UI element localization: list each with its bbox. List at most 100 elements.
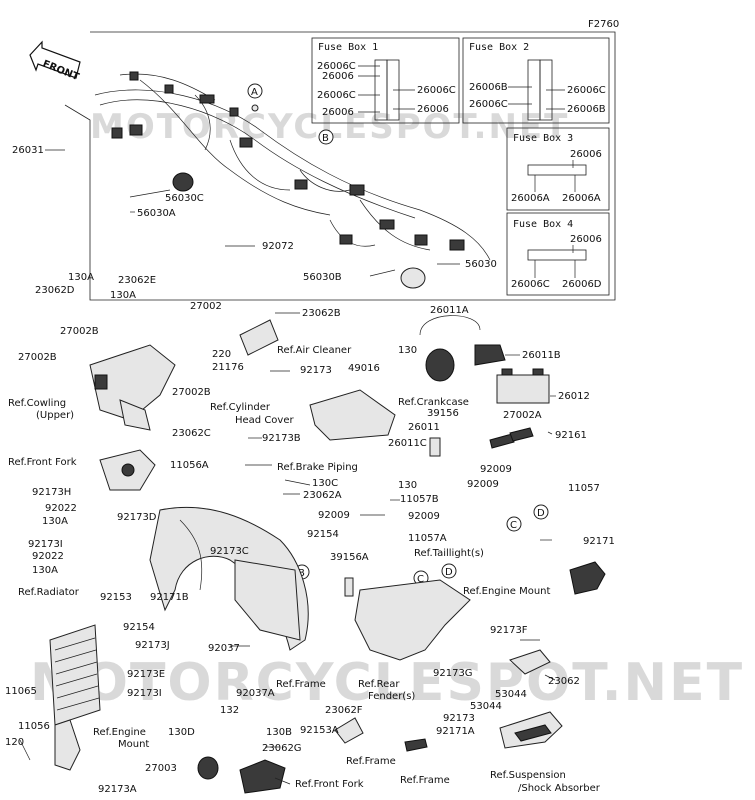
ref-radiator: Ref.Radiator [18,587,80,598]
label-26012: 26012 [558,391,590,402]
fuse1-left-0: 26006C [317,61,356,72]
ref-cowling: Ref.Cowling [8,398,66,409]
label-11056: 11056 [18,721,50,732]
label-39156: 39156 [427,408,459,419]
label-53044-2: 53044 [470,701,502,712]
label-130B: 130B [266,727,292,738]
ref-engine-mount-1: Ref.Engine Mount [463,586,550,597]
label-92153A: 92153A [300,725,339,736]
label-92173A: 92173A [98,784,137,795]
label-92022-1: 92022 [45,503,77,514]
label-120: 120 [5,737,24,748]
ref-suspension: Ref.Suspension [490,770,566,781]
label-26011C: 26011C [388,438,427,449]
ref-cowling-2: (Upper) [36,410,74,421]
label-27002A: 27002A [503,410,542,421]
part-labels: 26031 56030C 56030A 92072 56030B 56030 1… [5,145,615,795]
fuse4-top: 26006 [570,234,602,245]
label-92072: 92072 [262,241,294,252]
label-21176: 21176 [212,362,244,373]
label-92153: 92153 [100,592,132,603]
label-92171: 92171 [583,536,615,547]
callout-d-fender: D [441,563,457,579]
label-130-1: 130 [398,345,417,356]
ref-rear-fender: Ref.Rear [358,679,400,690]
label-92173E: 92173E [127,669,165,680]
label-220: 220 [212,349,231,360]
label-27002B-2: 27002B [18,352,57,363]
label-26031: 26031 [12,145,44,156]
label-11057A: 11057A [408,533,447,544]
label-23062C: 23062C [172,428,211,439]
front-arrow-icon: FRONT [29,40,81,83]
label-92022-2: 92022 [32,551,64,562]
label-56030C: 56030C [165,193,204,204]
label-27003: 27003 [145,763,177,774]
label-92154-1: 92154 [307,529,339,540]
label-92009-2: 92009 [467,479,499,490]
label-56030A: 56030A [137,208,176,219]
svg-text:D: D [537,508,545,519]
ref-frame-3: Ref.Frame [400,775,450,786]
svg-text:C: C [417,574,424,585]
label-92009-3: 92009 [318,510,350,521]
label-132: 132 [220,705,239,716]
fuse-box-1: Fuse Box 1 26006C 26006 26006C 26006 260… [311,37,460,124]
leader-lines [19,189,556,785]
ref-front-fork-2: Ref.Front Fork [295,779,364,790]
label-92171A: 92171A [436,726,475,737]
fuse-box-1-title: Fuse Box 1 [318,42,378,53]
callout-c-right: C [506,516,522,532]
diagram-code: F2760 [588,19,619,30]
label-130D: 130D [168,727,195,738]
label-11057B: 11057B [400,494,439,505]
fuse2-left-0: 26006B [469,82,508,93]
label-23062F: 23062F [325,705,363,716]
label-92173B: 92173B [262,433,301,444]
ref-front-fork: Ref.Front Fork [8,457,77,468]
label-27002B-1: 27002B [60,326,99,337]
label-27002: 27002 [190,301,222,312]
fuse2-right-0: 26006C [567,85,606,96]
label-23062B: 23062B [302,308,341,319]
svg-text:B: B [298,568,305,579]
fuse1-right-0: 26006C [417,85,456,96]
label-92173J: 92173J [135,640,170,651]
svg-text:D: D [445,567,453,578]
label-130A-1: 130A [68,272,94,283]
ref-brake-piping: Ref.Brake Piping [277,462,358,473]
label-92173H: 92173H [32,487,71,498]
fuse-box-4: Fuse Box 4 26006 26006C 26006D [506,212,610,296]
svg-text:C: C [510,520,517,531]
ref-cylinder-head-2: Head Cover [235,415,294,426]
ref-crankcase: Ref.Crankcase [398,397,469,408]
fuse-box-3: Fuse Box 3 26006 26006A 26006A [506,127,610,211]
label-26011: 26011 [408,422,440,433]
label-23062A: 23062A [303,490,342,501]
label-23062: 23062 [548,676,580,687]
fuse1-right-1: 26006 [417,104,449,115]
ref-rear-fender-2: Fender(s) [368,691,415,702]
main-wiring-harness [94,71,491,289]
fuse2-right-1: 26006B [567,104,606,115]
label-92173: 92173 [300,365,332,376]
ref-frame-1: Ref.Frame [276,679,326,690]
fuse1-left-2: 26006C [317,90,356,101]
ref-air-cleaner: Ref.Air Cleaner [277,345,352,356]
label-56030B: 56030B [303,272,342,283]
label-92173I-2: 92173I [127,688,162,699]
callout-b-top: B [318,129,334,145]
ref-frame-2: Ref.Frame [346,756,396,767]
label-92173F: 92173F [490,625,528,636]
fuse1-left-1: 26006 [322,71,354,82]
fuse3-bottom-0: 26006A [511,193,550,204]
label-11057: 11057 [568,483,600,494]
fuse-box-2-title: Fuse Box 2 [469,42,529,53]
label-27002B-3: 27002B [172,387,211,398]
label-92154-2: 92154 [123,622,155,633]
fuse1-left-3: 26006 [322,107,354,118]
ref-suspension-2: /Shock Absorber [518,783,601,794]
label-92161: 92161 [555,430,587,441]
svg-text:B: B [322,133,329,144]
